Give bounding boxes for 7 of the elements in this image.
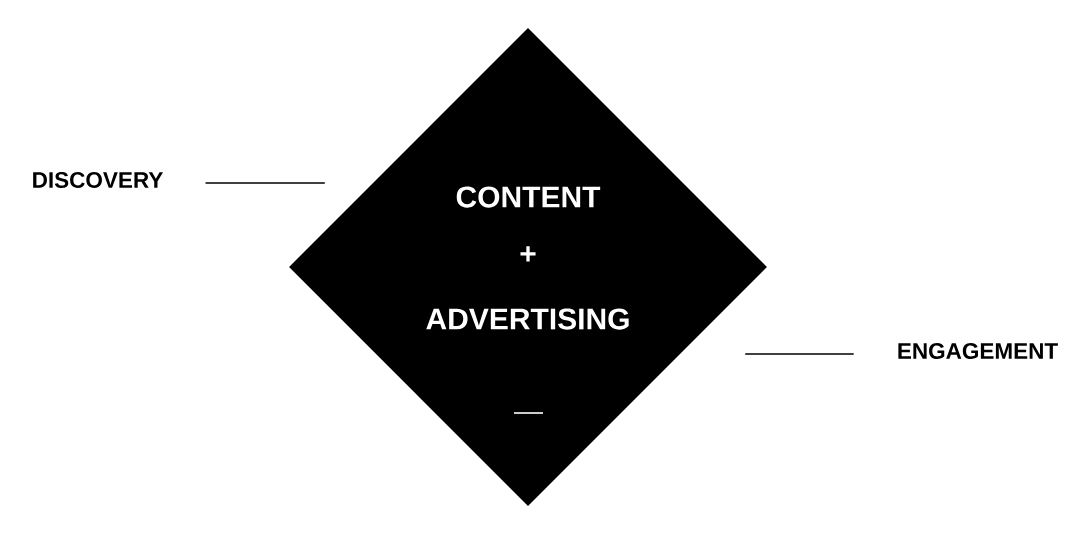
diamond-label: CONTENT [456, 186, 601, 208]
side-label: ENGAGEMENT [898, 343, 1058, 359]
plus-sign: + [520, 246, 536, 262]
connector-line [744, 353, 855, 355]
side-label: DISCOVERY [33, 172, 163, 188]
connector-line [204, 182, 326, 184]
diamond-label: ADVERTISING [426, 308, 629, 330]
